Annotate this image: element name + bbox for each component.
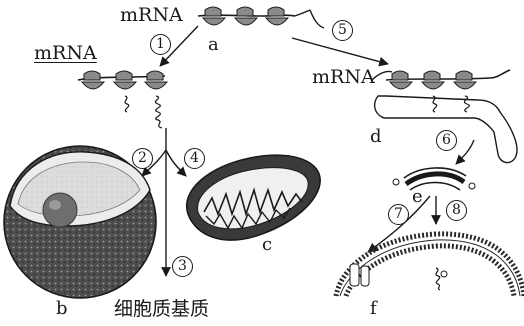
step-1-marker: 1: [150, 34, 171, 55]
mitochondrion-c: [187, 155, 320, 240]
cytoplasm-matrix-label: 细胞质基质: [114, 300, 209, 319]
mrna-label-left: mRNA: [34, 44, 97, 63]
arrow-4: [166, 150, 186, 176]
step-2-marker: 2: [132, 148, 153, 169]
membrane-protein: [350, 264, 369, 286]
step-7-marker: 7: [388, 204, 409, 225]
label-d: d: [370, 128, 382, 146]
mrna-label-top: mRNA: [120, 6, 183, 25]
label-f: f: [370, 300, 377, 318]
ribosome-d3: [454, 71, 476, 112]
free-polyribosome: [78, 71, 167, 128]
polyribosome-a: [198, 7, 324, 28]
ribosome-d2: [422, 71, 444, 112]
step-5-marker: 5: [332, 20, 353, 41]
step-8-marker: 8: [446, 200, 467, 221]
mrna-label-right: mRNA: [312, 68, 375, 87]
membrane-f: [336, 234, 524, 296]
golgi-e: [393, 168, 475, 190]
ribosome-l3: [145, 71, 167, 128]
nucleus-b: [4, 146, 156, 298]
label-e: e: [412, 188, 423, 206]
label-a: a: [208, 36, 219, 54]
arrow-6: [456, 140, 474, 164]
arrow-5: [292, 38, 388, 64]
step-6-marker: 6: [436, 130, 457, 151]
ribosome-d1: [390, 71, 412, 89]
step-4-marker: 4: [184, 148, 205, 169]
ribosome-l1: [82, 71, 104, 89]
step-3-marker: 3: [172, 256, 193, 277]
label-b: b: [56, 300, 68, 318]
label-c: c: [262, 236, 272, 254]
